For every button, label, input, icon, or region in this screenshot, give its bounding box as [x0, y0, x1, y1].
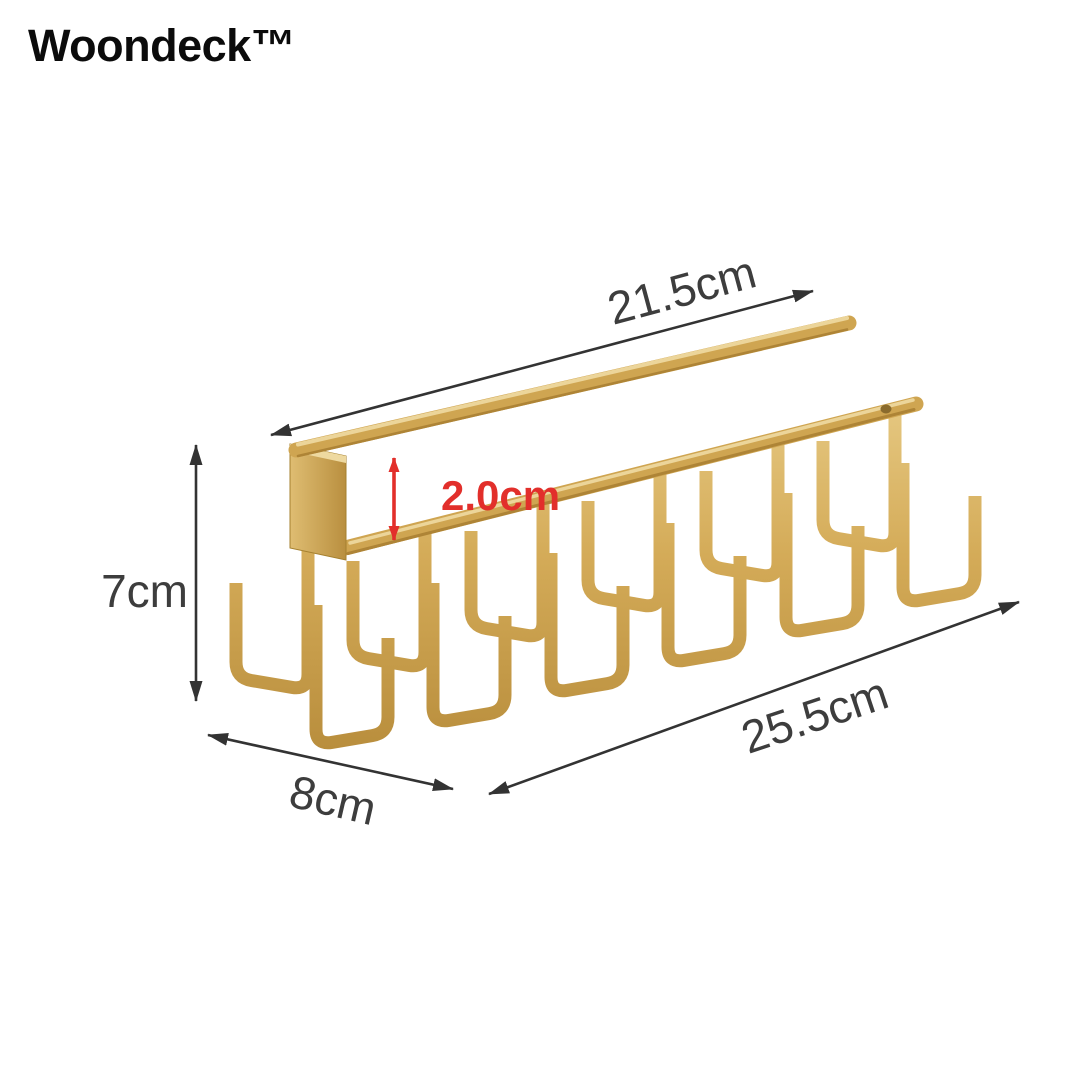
blade-highlight: [296, 316, 849, 447]
label-top-length: 21.5cm: [602, 245, 761, 334]
screw-hole: [880, 404, 892, 414]
front-hook-row: [309, 463, 982, 750]
label-depth: 8cm: [285, 765, 381, 835]
hook: [544, 553, 630, 698]
blade-shadow: [296, 328, 849, 458]
hook: [309, 605, 395, 750]
rail-highlight: [348, 398, 915, 545]
label-side-height: 7cm: [101, 565, 188, 617]
brand-logo: Woondeck™: [28, 20, 296, 71]
hook: [779, 493, 865, 638]
end-plate-face: [289, 443, 347, 561]
top-blade: [288, 315, 857, 458]
label-total-length: 25.5cm: [735, 666, 895, 763]
hook: [229, 550, 315, 695]
hook: [661, 523, 747, 668]
rail-shadow: [346, 408, 916, 555]
label-gap-height: 2.0cm: [441, 472, 560, 519]
rail-bar: [337, 396, 924, 556]
arrow-depth: [207, 732, 454, 792]
dimension-lines: [189, 289, 1020, 796]
end-plate: [289, 443, 347, 561]
hook: [896, 463, 982, 608]
hook-rail: [337, 396, 924, 556]
arrow-top-length: [270, 289, 814, 437]
blade-bar: [288, 315, 857, 458]
arrow-total-length: [488, 600, 1020, 796]
hook: [426, 583, 512, 728]
